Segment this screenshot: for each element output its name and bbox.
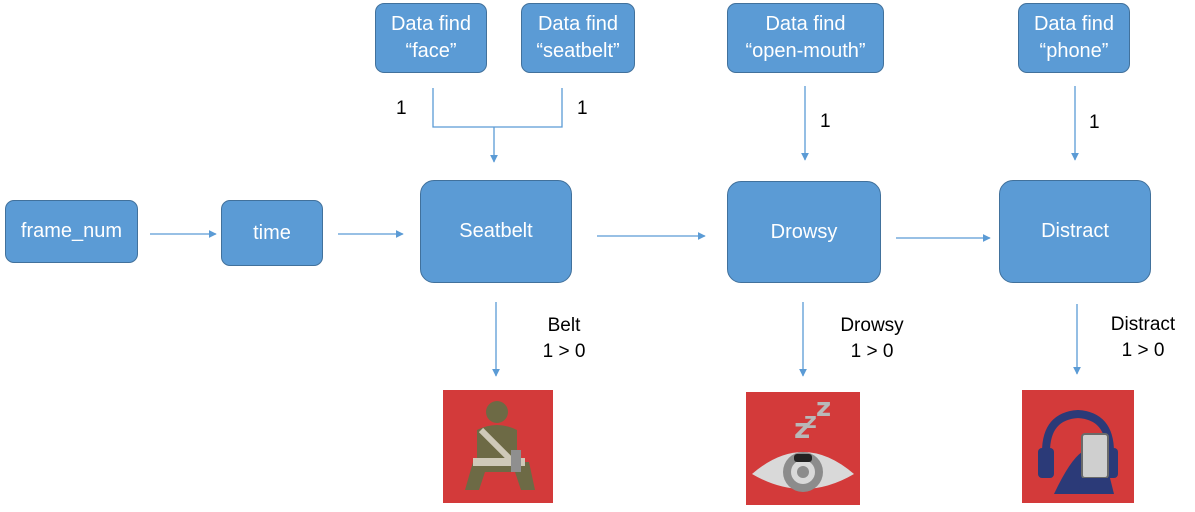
output-belt-label: Belt 1 > 0 <box>530 313 598 365</box>
source-face-line2: “face” <box>405 40 457 62</box>
source-open-mouth-box: Data find “open-mouth” <box>727 3 884 73</box>
source-face-box: Data find “face” <box>375 3 487 73</box>
svg-text:z: z <box>794 412 810 445</box>
source-phone-line2: “phone” <box>1039 40 1109 62</box>
phone-distraction-icon <box>1022 390 1134 503</box>
drowsy-node: Drowsy <box>727 181 881 283</box>
output-distract-condition: 1 > 0 <box>1121 340 1165 361</box>
svg-text:z: z <box>804 409 817 434</box>
svg-text:z: z <box>816 393 831 423</box>
output-drowsy-name: Drowsy <box>840 315 904 336</box>
connector-face <box>432 88 563 128</box>
source-seatbelt-line1: Data find <box>537 13 619 35</box>
seatbelt-warning-icon <box>443 390 553 503</box>
source-seatbelt-box: Data find “seatbelt” <box>521 3 635 73</box>
frame-num-node: frame_num <box>5 200 138 263</box>
source-seatbelt-line2: “seatbelt” <box>536 40 620 62</box>
edge-label-face: 1 <box>396 98 407 119</box>
source-phone-box: Data find “phone” <box>1018 3 1130 73</box>
output-belt-name: Belt <box>547 315 581 336</box>
edge-label-open-mouth: 1 <box>820 111 831 132</box>
seatbelt-node: Seatbelt <box>420 180 572 283</box>
source-open-mouth-line1: Data find <box>765 13 846 35</box>
source-face-line1: Data find <box>390 13 472 35</box>
edge-label-seatbelt: 1 <box>577 98 588 119</box>
source-open-mouth-line2: “open-mouth” <box>745 40 866 62</box>
edge-label-phone: 1 <box>1089 112 1100 133</box>
distract-node: Distract <box>999 180 1151 283</box>
drowsy-eye-icon: z z z <box>746 392 860 505</box>
output-distract-label: Distract 1 > 0 <box>1100 312 1186 364</box>
output-belt-condition: 1 > 0 <box>542 341 586 362</box>
time-node: time <box>221 200 323 266</box>
output-drowsy-label: Drowsy 1 > 0 <box>831 313 913 365</box>
output-distract-name: Distract <box>1110 314 1176 335</box>
source-phone-line1: Data find <box>1033 13 1115 35</box>
output-drowsy-condition: 1 > 0 <box>850 341 894 362</box>
